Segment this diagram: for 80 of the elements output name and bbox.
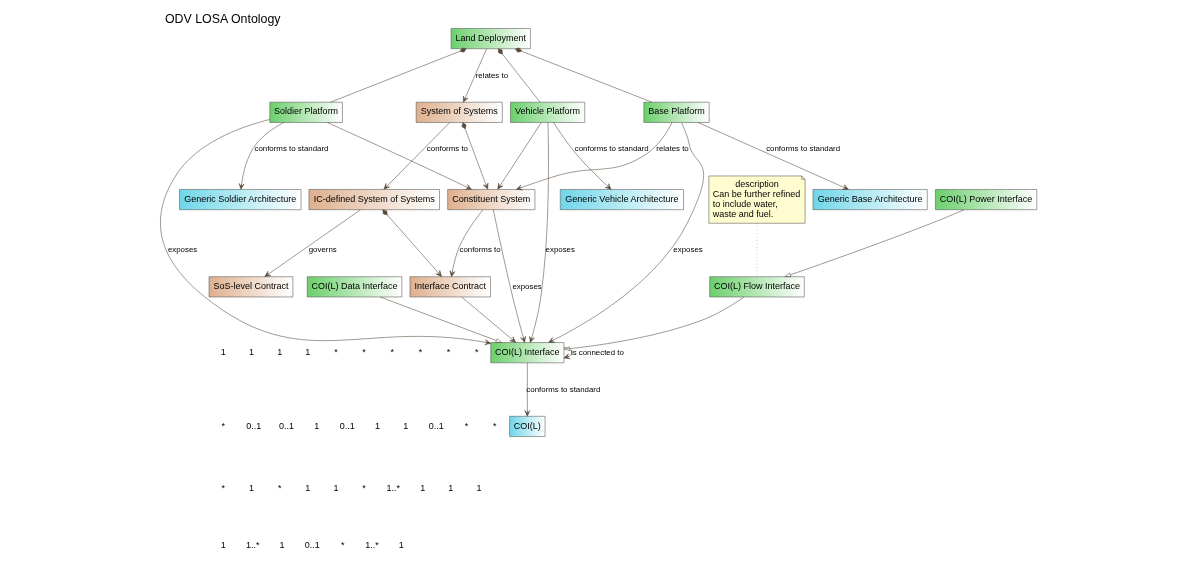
label: 1 [278,540,284,551]
node-box: SoS-level Contract [208,276,293,298]
label: 1 [304,346,310,357]
node-box: COI(L) Power Interface [934,189,1037,210]
arrow [461,122,488,190]
label: 1 [374,420,380,431]
node-box: Base Platform [643,101,709,123]
label: * [492,420,496,431]
label: 1 [220,540,226,551]
label: 1 [313,420,319,431]
arrow [528,122,549,343]
arrow [563,347,572,359]
connector [497,48,540,103]
node-box: Interface Contract [409,276,491,298]
arrow [547,122,704,343]
label: 1 [304,482,310,493]
connector [329,47,466,103]
label: * [464,420,468,431]
label: 1..* [386,482,400,493]
node-box: Vehicle Platform [509,101,585,123]
label: 1 [276,346,282,357]
arrow [238,122,284,190]
node-box: Generic Vehicle Architecture [559,189,684,210]
arrow [264,209,361,277]
arrow [697,122,849,190]
arrow [159,119,491,346]
label: 1 [248,482,254,493]
arrow [462,48,487,103]
label: 1 [447,482,453,493]
arrow [496,122,542,190]
arrow [515,122,672,191]
label: 0..1 [304,540,320,551]
label: 0..1 [278,420,294,431]
arrow [326,122,472,190]
label: * [340,540,344,551]
node-box: IC-defined System of Systems [308,189,440,210]
label: * [418,346,422,357]
label: * [221,420,225,431]
node-box: Generic Soldier Architecture [178,189,301,210]
diagram-title: ODV LOSA Ontology [164,11,281,26]
label: 1 [220,346,226,357]
label: 0..1 [245,420,261,431]
arrow [563,296,744,351]
label: 0..1 [339,420,355,431]
label: 0..1 [428,420,444,431]
label: 1..* [364,540,379,551]
label: * [221,482,225,493]
label: * [446,346,450,357]
label: 1 [398,540,404,551]
arrow [449,209,483,277]
arrow [379,296,502,343]
label: * [474,346,478,357]
node-box: COI(L) Interface [489,342,564,364]
label: * [361,482,366,493]
node-box: COI(L) Data Interface [306,276,402,298]
label: 1 [332,482,338,493]
node-box: COI(L) [508,416,545,437]
label: 1..* [245,540,259,551]
label: * [361,346,366,357]
arrow [784,209,964,277]
label: 1 [475,482,481,493]
arrow [383,122,450,190]
node-box: Constituent System [446,189,535,210]
label: 1 [248,346,254,357]
node-box: COI(L) Flow Interface [708,276,805,298]
connector [514,47,652,103]
label: * [389,346,394,357]
node-box: Generic Base Architecture [812,189,928,210]
label: 1 [419,482,425,493]
label: 1 [402,420,408,431]
arrow [382,209,442,277]
node-box: System of Systems [415,101,503,123]
arrow [461,296,516,343]
arrow [552,122,611,190]
node-box: Land Deployment [450,28,531,50]
arrow [524,362,530,417]
node-box: Soldier Platform [269,101,343,123]
label: * [333,346,338,357]
arrow [492,209,526,343]
label: * [277,482,281,493]
